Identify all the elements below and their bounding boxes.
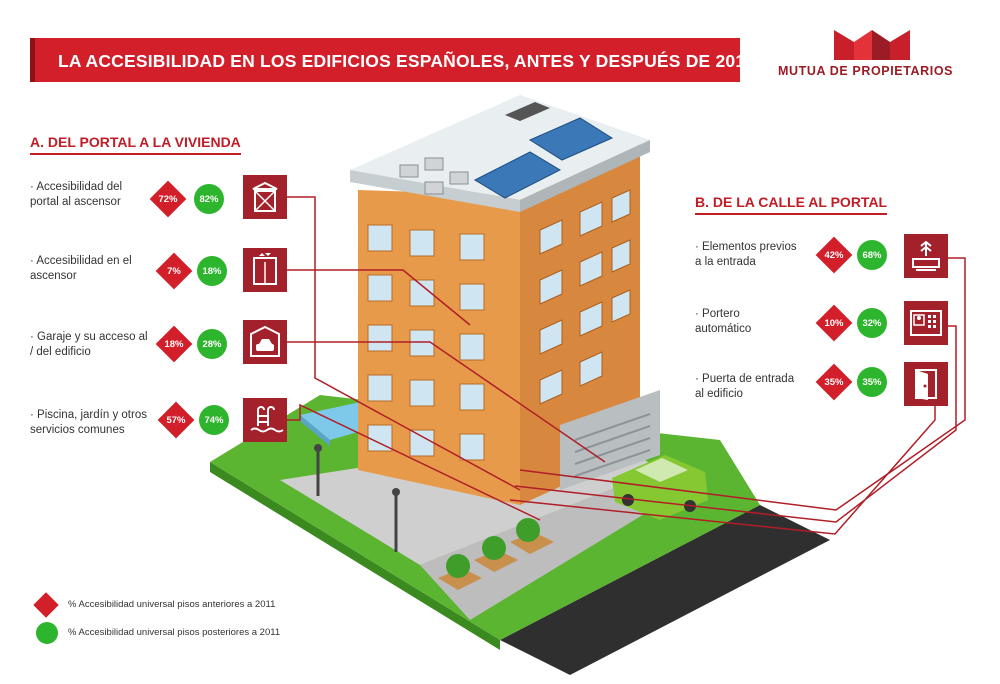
intercom-icon-box — [904, 301, 948, 345]
entrance-door-icon — [915, 369, 937, 400]
elevator-icon — [253, 253, 277, 285]
pool-icon-box — [243, 398, 287, 442]
after-2011-badge: 32% — [857, 308, 887, 338]
legend-after-marker — [36, 622, 58, 644]
section-b-title: B. DE LA CALLE AL PORTAL — [695, 194, 888, 215]
after-2011-badge: 82% — [194, 184, 224, 214]
before-2011-badge: 42% — [815, 236, 853, 274]
garage-car-icon-box — [243, 320, 287, 364]
legend-after-label: % Accesibilidad universal pisos posterio… — [68, 627, 281, 638]
title-accent — [30, 38, 35, 82]
street — [500, 505, 830, 675]
after-2011-badge: 68% — [857, 240, 887, 270]
before-2011-badge: 7% — [155, 252, 193, 290]
page-title: LA ACCESIBILIDAD EN LOS EDIFICIOS ESPAÑO… — [58, 51, 755, 71]
solar-panel — [528, 117, 614, 161]
after-2011-badge: 28% — [197, 329, 227, 359]
entrance-door-icon-box — [904, 362, 948, 406]
after-2011-badge: 18% — [197, 256, 227, 286]
after-2011-badge: 74% — [199, 405, 229, 435]
before-2011-badge: 57% — [157, 401, 195, 439]
legend-before-label: % Accesibilidad universal pisos anterior… — [68, 599, 276, 610]
entrance-elements-icon-box — [904, 234, 948, 278]
garage-car-icon — [250, 325, 280, 357]
item-garage-label: · Garaje y su acceso al/ del edificio — [30, 331, 148, 358]
before-2011-badge: 72% — [149, 180, 187, 218]
portal-door-icon-box — [243, 175, 287, 219]
intercom-icon — [910, 310, 942, 336]
brand-logo-icon — [834, 30, 910, 60]
elevator-icon-box — [243, 248, 287, 292]
entrance-elements-icon — [912, 240, 940, 271]
portal-door-icon — [252, 181, 278, 212]
brand-name: MUTUA DE PROPIETARIOS — [778, 64, 954, 78]
before-2011-badge: 35% — [815, 363, 853, 401]
before-2011-badge: 10% — [815, 304, 853, 342]
after-2011-badge: 35% — [857, 367, 887, 397]
title-bar — [30, 38, 740, 82]
section-a-title: A. DEL PORTAL A LA VIVIENDA — [30, 134, 241, 155]
solar-panel — [473, 151, 562, 199]
before-2011-badge: 18% — [155, 325, 193, 363]
pool-icon — [250, 406, 284, 433]
